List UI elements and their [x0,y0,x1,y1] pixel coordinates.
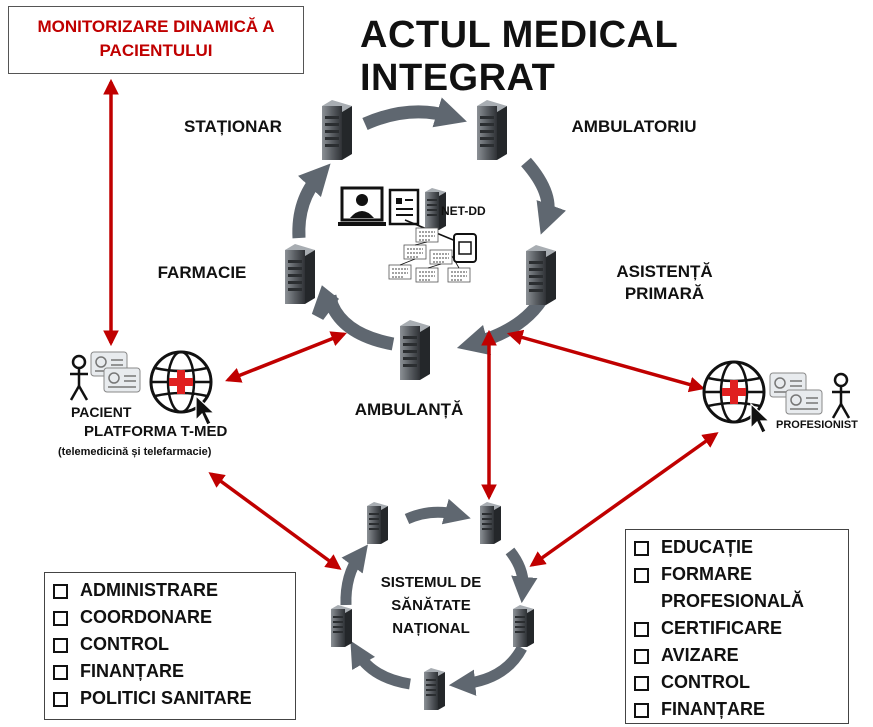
label-platform: PLATFORMA T-MED [84,423,228,440]
checkbox-icon [53,638,68,653]
checklist-item: CONTROL [47,631,295,658]
monitor-label: MONITORIZARE DINAMICĂ A PACIENTULUI [37,17,275,60]
checklist-item: CERTIFICARE [628,615,844,642]
label-stationar: STAȚIONAR [168,110,298,144]
checkbox-icon [53,665,68,680]
server-icon-national-5 [424,668,445,710]
right-checklist: EDUCAȚIE FORMARE PROFESIONALĂ CERTIFICAR… [625,529,849,724]
checkbox-icon [634,676,649,691]
checkbox-icon [634,622,649,637]
stick-figure-icon-patient [68,354,90,402]
checklist-item: POLITICI SANITARE [47,685,295,712]
id-card-icon-patient-2 [103,367,141,393]
id-card-icon-professional-2 [785,389,823,415]
checklist-item: AVIZARE [628,642,844,669]
checkbox-icon [634,541,649,556]
server-icon-ambulanta [400,320,430,380]
checkbox-icon [53,692,68,707]
checkbox-icon [634,568,649,583]
checkbox-icon [53,611,68,626]
net-dd-cluster [338,186,477,283]
server-icon-national-3 [331,605,352,647]
server-icon-national-1 [367,502,388,544]
server-icon-farmacie [285,244,315,304]
checklist-item: COORDONARE [47,604,295,631]
server-icon-stationar [322,100,352,160]
server-icon-national-2 [480,502,501,544]
left-checklist: ADMINISTRARE COORDONARE CONTROL FINANȚAR… [44,572,296,720]
checkbox-icon [634,703,649,718]
checklist-item: FINANȚARE [47,658,295,685]
checklist-item: ADMINISTRARE [47,577,295,604]
label-asistenta: ASISTENȚĂ PRIMARĂ [602,254,727,320]
network-icon [388,227,477,283]
label-patient: PACIENT [71,404,132,420]
bottom-cycle-arrows [340,498,538,696]
label-farmacie: FARMACIE [137,256,267,290]
label-ambulanta: AMBULANȚĂ [344,393,474,427]
checkbox-icon [634,649,649,664]
checklist-item: FINANȚARE [628,696,844,723]
server-icon-national-4 [513,605,534,647]
doctor-monitor-icon [338,186,386,226]
right-checklist-items: EDUCAȚIE FORMARE PROFESIONALĂ CERTIFICAR… [628,534,844,723]
label-platform-note: (telemedicină și telefarmacie) [58,446,212,458]
stick-figure-icon-professional [830,372,852,420]
label-professional: PROFESIONIST [776,419,858,431]
server-icon-ambulatoriu [477,100,507,160]
left-checklist-items: ADMINISTRARE COORDONARE CONTROL FINANȚAR… [47,577,295,712]
label-national-system: SISTEMUL DE SĂNĂTATE NAȚIONAL [380,574,482,637]
label-ambulatoriu: AMBULATORIU [552,110,716,144]
server-icon-asistenta [526,245,556,305]
checkbox-icon [53,584,68,599]
checklist-item: FORMARE PROFESIONALĂ [628,561,844,615]
connector-arrows [103,78,719,570]
page-title: ACTUL MEDICAL INTEGRAT [360,14,678,99]
checklist-item: EDUCAȚIE [628,534,844,561]
monitor-box: MONITORIZARE DINAMICĂ A PACIENTULUI [8,6,304,74]
checklist-item: CONTROL [628,669,844,696]
label-net-dd: NET-DD [441,204,486,218]
